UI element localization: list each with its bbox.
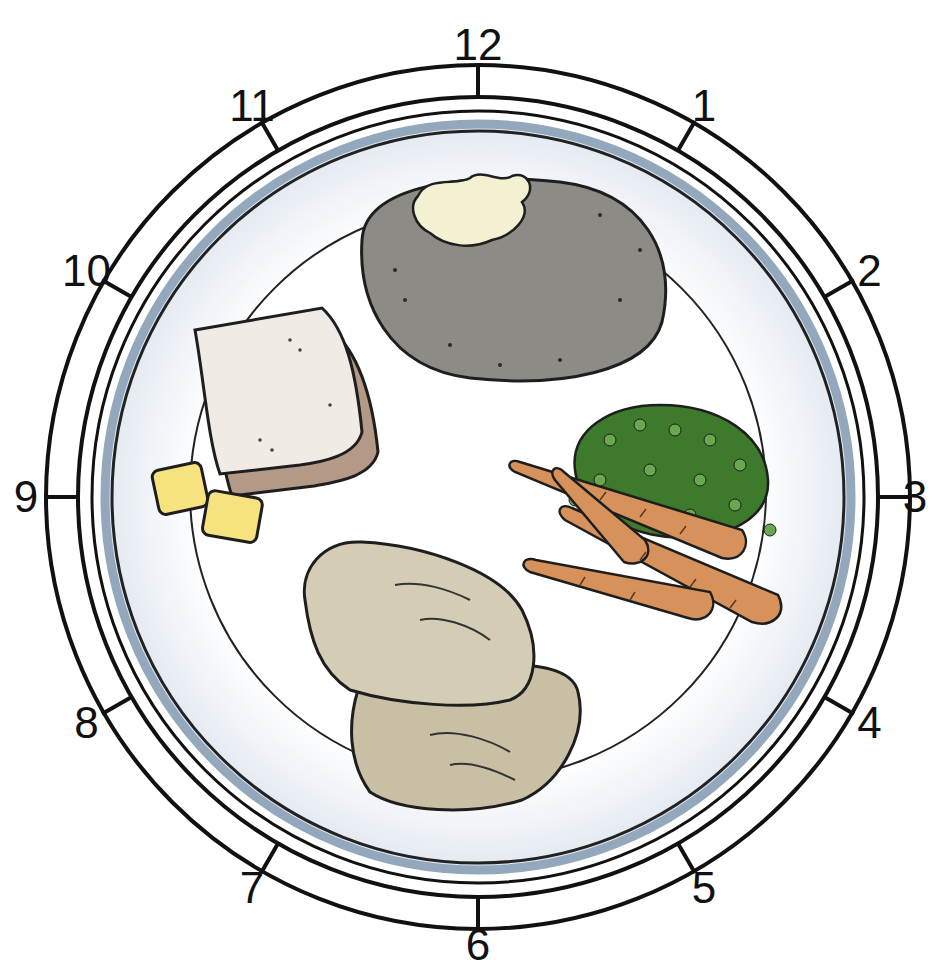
- carrot-ridges: [580, 492, 736, 608]
- grain-line: [430, 733, 510, 752]
- speckle: [270, 448, 274, 452]
- grain-line: [450, 764, 515, 780]
- clock-number: 9: [14, 475, 38, 519]
- meat-slice: [304, 542, 534, 705]
- pea: [704, 434, 716, 446]
- plate-edge: [92, 111, 864, 883]
- clock-ticks: [44, 63, 912, 931]
- clock-tick: [824, 697, 854, 714]
- potato-speckles: [393, 213, 642, 367]
- clock-number: 8: [74, 701, 98, 745]
- butter-pat: [151, 461, 209, 515]
- ridge: [600, 492, 686, 534]
- clock-number: 3: [903, 475, 927, 519]
- speckle: [618, 298, 622, 302]
- grain-line: [395, 584, 470, 600]
- clock-number: 7: [240, 866, 264, 910]
- speckle: [328, 403, 332, 407]
- pea: [669, 424, 681, 436]
- clock-number: 2: [857, 249, 881, 293]
- ridge: [580, 577, 635, 600]
- clock-number: 1: [692, 84, 716, 128]
- clock-number: 12: [454, 23, 503, 67]
- plate-rim: [105, 124, 851, 870]
- plate-rim-line: [112, 131, 844, 863]
- clock-number: 4: [857, 701, 881, 745]
- clock-tick: [476, 63, 480, 97]
- speckle: [403, 298, 407, 302]
- clock-number: 11: [229, 84, 275, 128]
- pea: [764, 524, 776, 536]
- clock-inner-ring: [78, 97, 878, 897]
- bread-speckles: [258, 338, 332, 452]
- pea: [734, 459, 746, 471]
- butter-pat: [201, 490, 263, 544]
- carrot: [523, 559, 713, 619]
- carrot: [552, 468, 648, 563]
- clock-tick: [824, 280, 854, 297]
- pea: [729, 499, 741, 511]
- ridge: [640, 552, 736, 608]
- clock-number: 5: [692, 866, 716, 910]
- clock-tick: [44, 495, 78, 499]
- clock-number: 6: [466, 923, 490, 967]
- pea: [604, 434, 616, 446]
- pea: [634, 419, 646, 431]
- speckle: [638, 248, 642, 252]
- meat-grain: [395, 584, 515, 780]
- pea: [644, 464, 656, 476]
- speckle: [598, 213, 602, 217]
- speckle: [558, 358, 562, 362]
- potato-butter: [413, 175, 530, 246]
- clock-number: 10: [62, 249, 111, 293]
- clock-outer-ring: [46, 65, 910, 929]
- speckle: [258, 438, 262, 442]
- speckle: [298, 348, 302, 352]
- speckle: [393, 268, 397, 272]
- bread-slice: [195, 308, 362, 474]
- speckle: [448, 343, 452, 347]
- speckle: [288, 338, 292, 342]
- clock-tick: [102, 697, 132, 714]
- carrots: [510, 461, 782, 624]
- speckle: [498, 363, 502, 367]
- pea: [694, 474, 706, 486]
- grain-line: [420, 619, 490, 640]
